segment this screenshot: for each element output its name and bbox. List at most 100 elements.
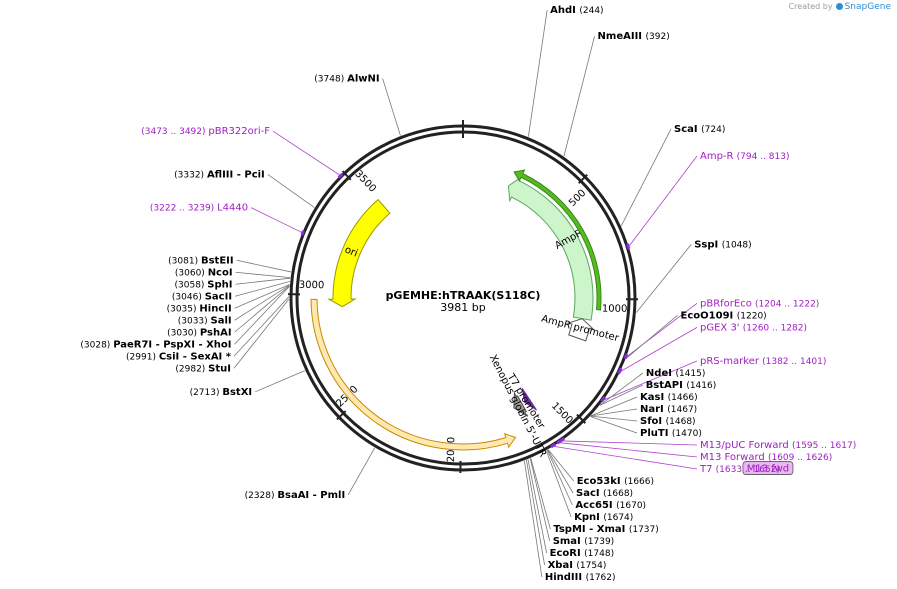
label-name: SphI: [207, 279, 232, 290]
primer-mark-pgex-3: [617, 367, 623, 375]
label-position: (3035): [167, 304, 200, 314]
label-name: L4440: [217, 203, 248, 214]
feature-amp-r-outer: [513, 169, 602, 311]
leader-site-ndei: [599, 372, 644, 406]
tick-label-1000: 1000: [602, 304, 628, 315]
leader-primer-m13-puc-forward: [562, 440, 698, 446]
leader-site-scai: [620, 128, 672, 226]
leader-site-bstapi: [599, 384, 643, 406]
label-name: PshAI: [200, 327, 232, 338]
label-name: ScaI: [674, 124, 701, 135]
label-position: (1668): [603, 489, 633, 499]
label-position: (3473 .. 3492): [141, 127, 208, 137]
label-primer-l4440: (3222 .. 3239) L4440: [150, 203, 248, 214]
label-name: KpnI: [574, 512, 603, 523]
label-position: (3222 .. 3239): [150, 204, 217, 214]
label-site-scai: ScaI (724): [674, 124, 725, 135]
tick-label-500: 500: [567, 188, 588, 209]
leader-site-pluti: [590, 416, 638, 434]
label-position: (3060): [175, 268, 208, 278]
label-position: (1260 .. 1282): [743, 323, 807, 333]
label-name: KasI: [640, 392, 668, 403]
label-name: T7: [699, 464, 716, 475]
label-position: (3081): [168, 256, 201, 266]
label-primer-m13-puc-forward: M13/pUC Forward (1595 .. 1617): [700, 440, 856, 451]
brand-product: SnapGene: [844, 2, 891, 12]
label-site-ecoo109i: EcoO109I (1220): [681, 310, 767, 321]
brand-created-by: Created by: [788, 2, 833, 11]
leader-site-xbai: [526, 459, 545, 566]
label-site-kpni: KpnI (1674): [574, 512, 633, 523]
label-primer-m13-forward: M13 Forward (1609 .. 1626): [700, 452, 832, 463]
label-name: HindIII: [545, 572, 586, 583]
label-position: (794 .. 813): [737, 152, 790, 162]
leader-site-csii-sexai: [233, 296, 290, 357]
leader-site-hincii: [234, 284, 290, 309]
leader-site-kasi: [590, 396, 638, 417]
label-primer-amp-r: Amp-R (794 .. 813): [700, 151, 790, 162]
label-name: PluTI: [640, 428, 672, 439]
label-site-nmeaiii: NmeAIII (392): [598, 31, 670, 42]
label-site-nari: NarI (1467): [640, 404, 697, 415]
label-position: (1754): [576, 561, 606, 571]
label-site-bsaai-pmli: (2328) BsaAI - PmlI: [245, 490, 346, 501]
leader-site-hindiii: [524, 460, 543, 578]
primers: M13 fwd: [300, 172, 794, 475]
label-position: (1220): [737, 311, 767, 321]
leader-site-bsaai-pmli: [347, 447, 375, 496]
primer-mark-pbr322ori-f: [337, 172, 344, 179]
label-position: (1467): [667, 405, 697, 415]
label-position: (3028): [80, 340, 113, 350]
tick-1500: [576, 413, 587, 424]
labels: AhdI (244)NmeAIII (392)ScaI (724)Amp-R (…: [80, 5, 856, 583]
label-site-acc65i: Acc65I (1670): [575, 500, 646, 511]
label-position: (2328): [245, 491, 278, 501]
snapgene-logo-icon: [835, 3, 843, 10]
leader-site-eco53ki: [547, 449, 575, 482]
feature-htraak-s118c-orf: [310, 298, 517, 451]
tick-label-3500: 3500: [352, 169, 377, 195]
label-position: (1466): [668, 393, 698, 403]
leader-site-sacii: [234, 281, 290, 297]
primer-mark-prs-marker: [600, 396, 606, 403]
label-name: EcoRI: [550, 548, 585, 559]
plasmid-size: 3981 bp: [440, 301, 485, 314]
label-name: AhdI: [550, 5, 579, 16]
tick-3500: [341, 170, 352, 181]
feature-ampr: [507, 175, 594, 321]
label-position: (1737): [629, 525, 659, 535]
label-position: (1666): [624, 477, 654, 487]
label-site-xbai: XbaI (1754): [548, 560, 607, 571]
label-site-bsteii: (3081) BstEII: [168, 255, 233, 266]
leader-site-paer7i-pspxi-xhoi: [234, 286, 290, 345]
label-site-pluti: PluTI (1470): [640, 428, 702, 439]
leader-primer-t7: [553, 446, 698, 470]
label-position: (1670): [616, 501, 646, 511]
leader-site-acc65i: [546, 450, 573, 506]
leader-primer-pgex-3: [620, 327, 698, 372]
label-position: (1382 .. 1401): [762, 357, 826, 367]
leader-site-ecori: [527, 459, 548, 554]
label-position: (1204 .. 1222): [755, 299, 819, 309]
label-position: (1416): [686, 381, 716, 391]
label-site-pshai: (3030) PshAI: [167, 327, 231, 338]
label-site-saci: SacI (1668): [576, 488, 633, 499]
primer-mark-amp-r: [625, 243, 631, 250]
label-name: BsaAI - PmlI: [277, 490, 345, 501]
label-position: (3332): [174, 170, 207, 180]
label-site-eco53ki: Eco53kI (1666): [577, 476, 654, 487]
primer-mark-m13-fwd: [556, 439, 562, 445]
leader-primer-m13-forward: [559, 442, 698, 458]
leader-site-sfoi: [590, 415, 638, 422]
primer-mark-l4440: [300, 230, 306, 236]
label-name: XbaI: [548, 560, 577, 571]
leader-site-alwni: [382, 78, 401, 136]
label-position: (1470): [672, 429, 702, 439]
label-position: (724): [701, 125, 725, 135]
label-site-hindiii: HindIII (1762): [545, 572, 616, 583]
label-position: (1762): [586, 573, 616, 583]
label-site-tspmi-xmai: TspMI - XmaI (1737): [553, 524, 658, 535]
leader-site-ncoi: [235, 271, 291, 279]
label-site-csii-sexai: (2991) CsiI - SexAI *: [126, 351, 232, 362]
